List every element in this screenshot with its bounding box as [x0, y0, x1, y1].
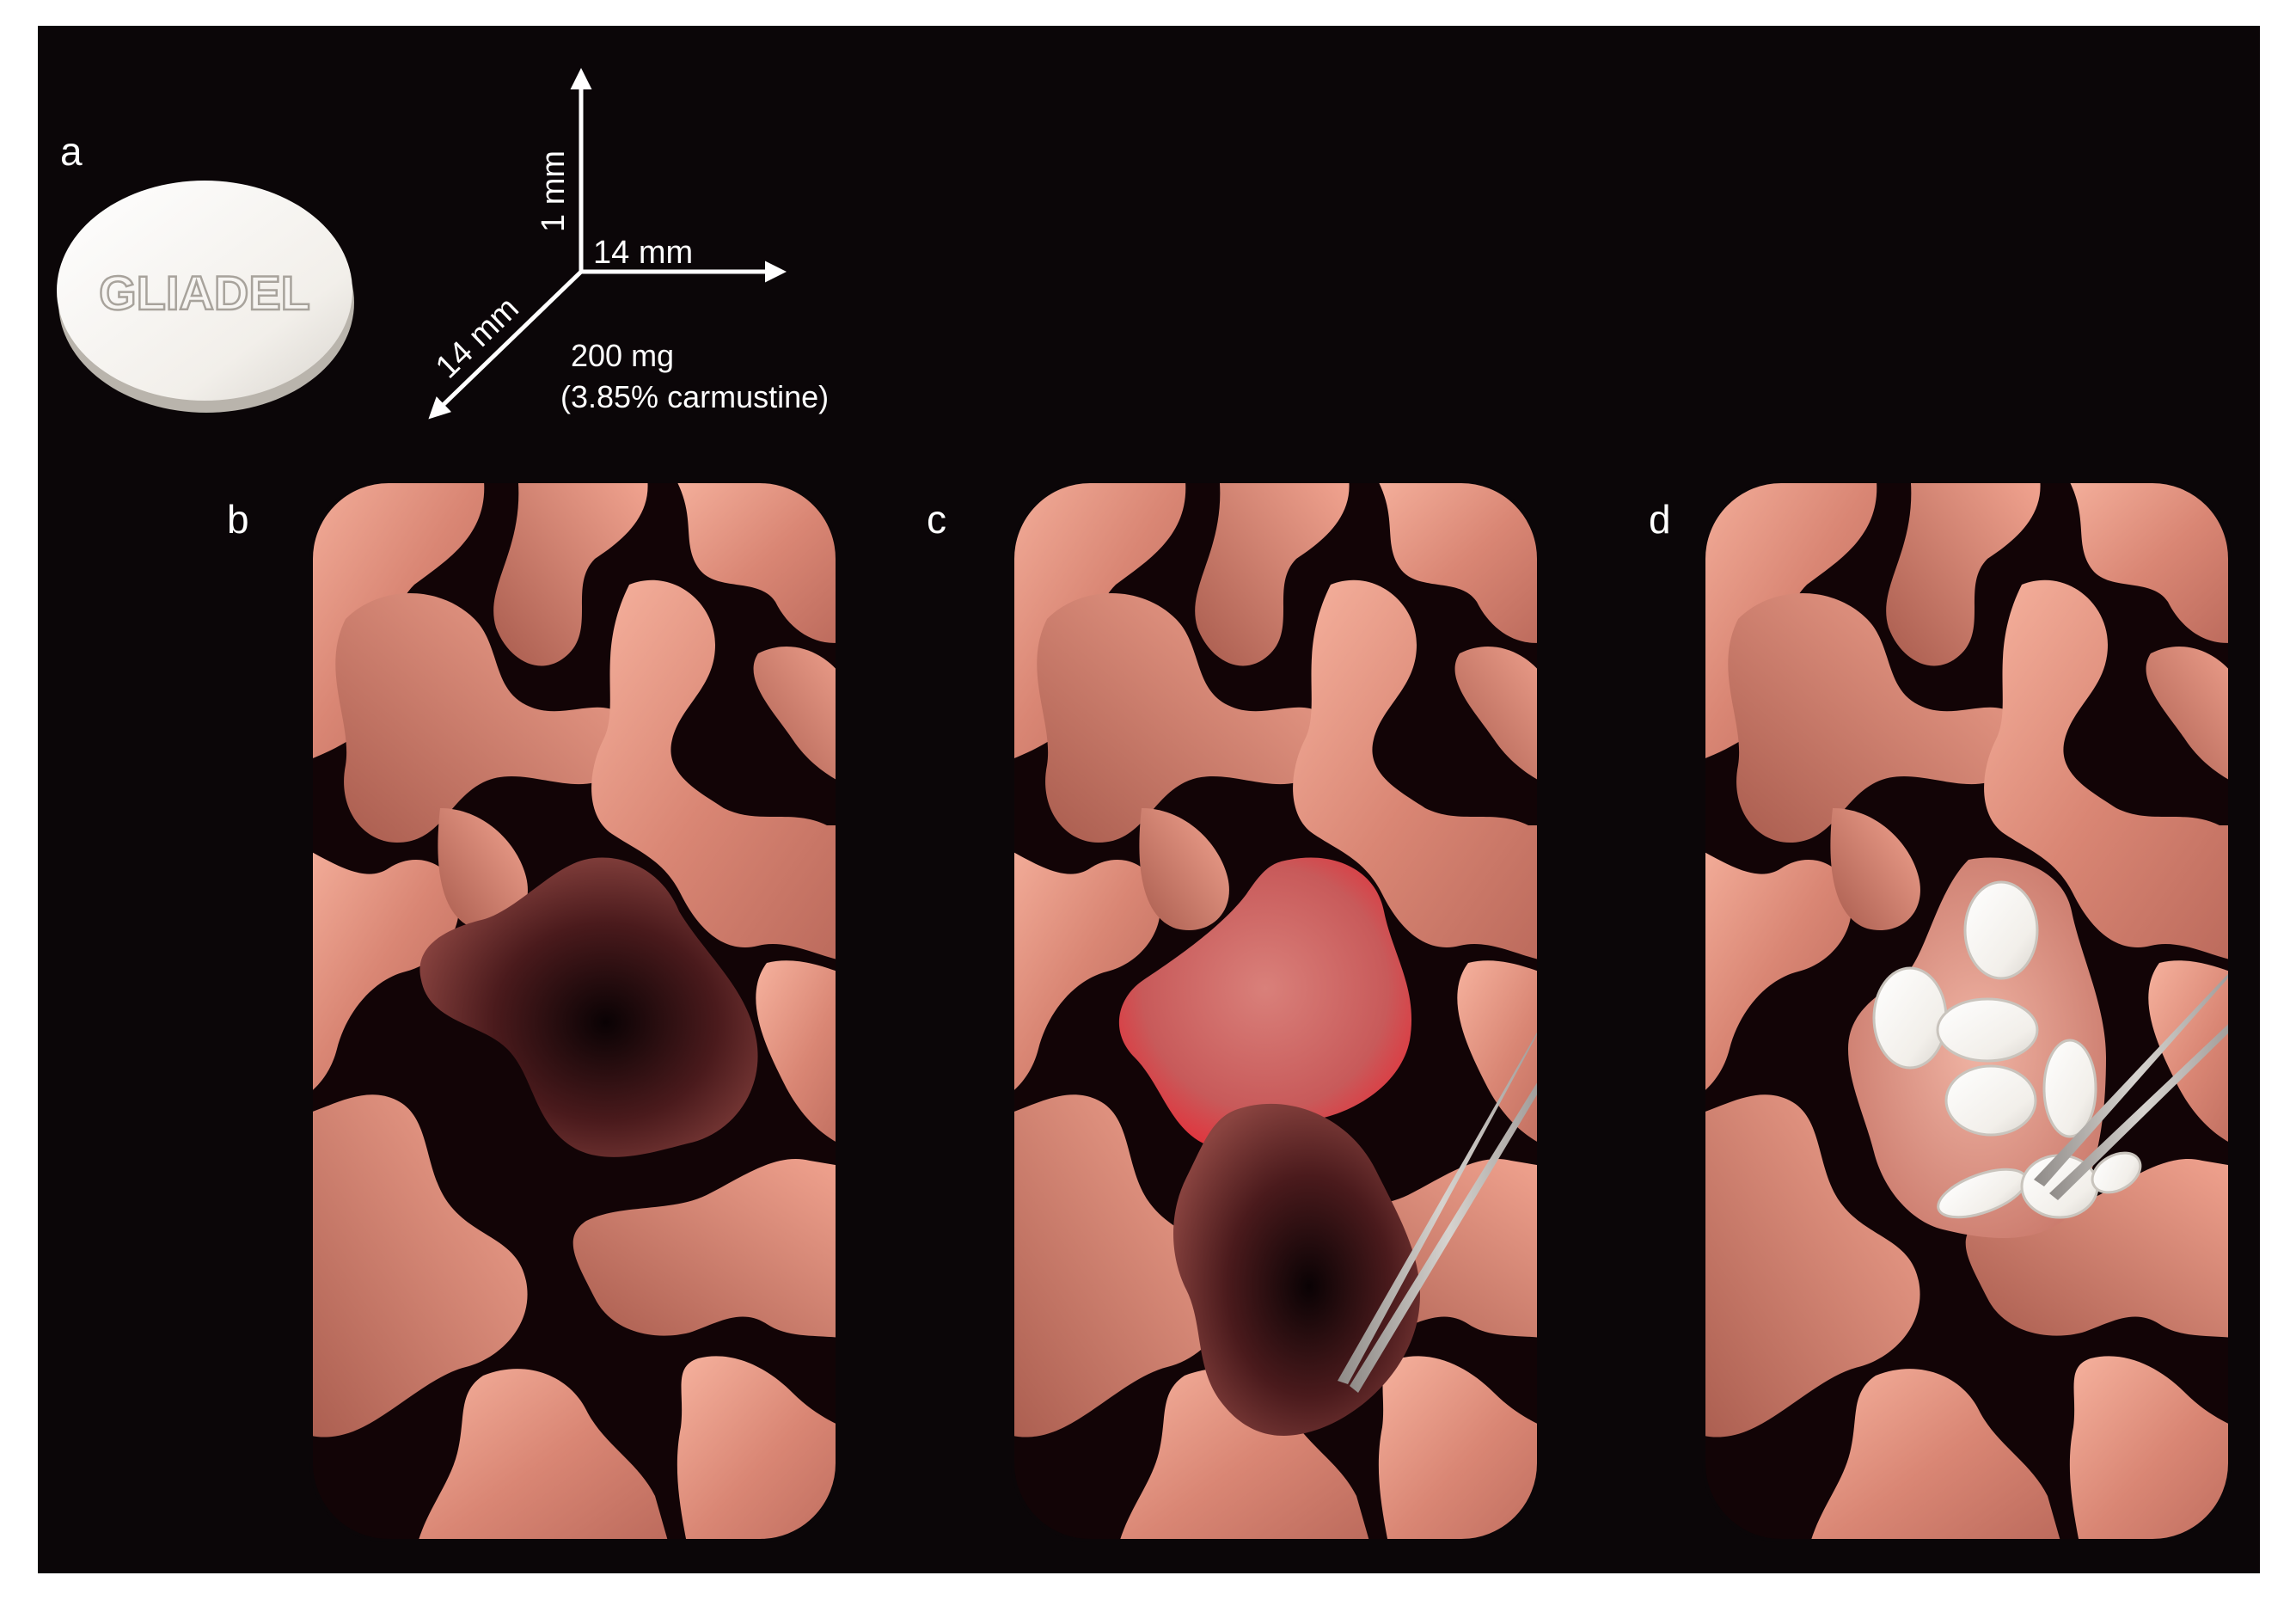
wafer-disc-icon [1963, 880, 2039, 980]
wafer-disc-icon [1936, 997, 2039, 1063]
wafer-disc-icon [1872, 966, 1948, 1070]
brain-surface-icon [1013, 481, 1539, 1541]
wafer-disc-icon [1944, 1064, 2037, 1137]
wafer-label: GLIADEL [99, 266, 310, 320]
panel-a: a GLIADEL 1 mm 14 mm 14 mm 200 mg (3.85%… [57, 68, 829, 420]
brain-surface-icon [1704, 481, 2230, 1541]
wafer-disc-icon [2091, 1151, 2142, 1194]
composition-label: (3.85% carmustine) [560, 379, 829, 414]
mass-label: 200 mg [571, 338, 674, 373]
dim-width-label: 14 mm [593, 235, 693, 271]
wafer-disc-icon [2042, 1039, 2097, 1138]
wafer-disc-icon: GLIADEL [57, 181, 354, 413]
dim-height-label: 1 mm [536, 150, 572, 232]
panel-b: b [227, 480, 839, 1542]
brain-surface-icon [311, 481, 837, 1541]
panel-a-label: a [60, 129, 83, 174]
panel-d-label: d [1649, 497, 1671, 542]
forceps-icon [1338, 1014, 1539, 1393]
panel-c-label: c [927, 497, 946, 542]
resection-cavity [1118, 857, 1412, 1149]
panel-d: d [1649, 480, 2232, 1542]
panel-b-label: b [227, 497, 249, 542]
tumor-cavity [419, 857, 758, 1157]
panel-c: c [927, 480, 1540, 1542]
dimension-axes-icon [428, 68, 787, 420]
forceps-icon [2034, 963, 2230, 1200]
